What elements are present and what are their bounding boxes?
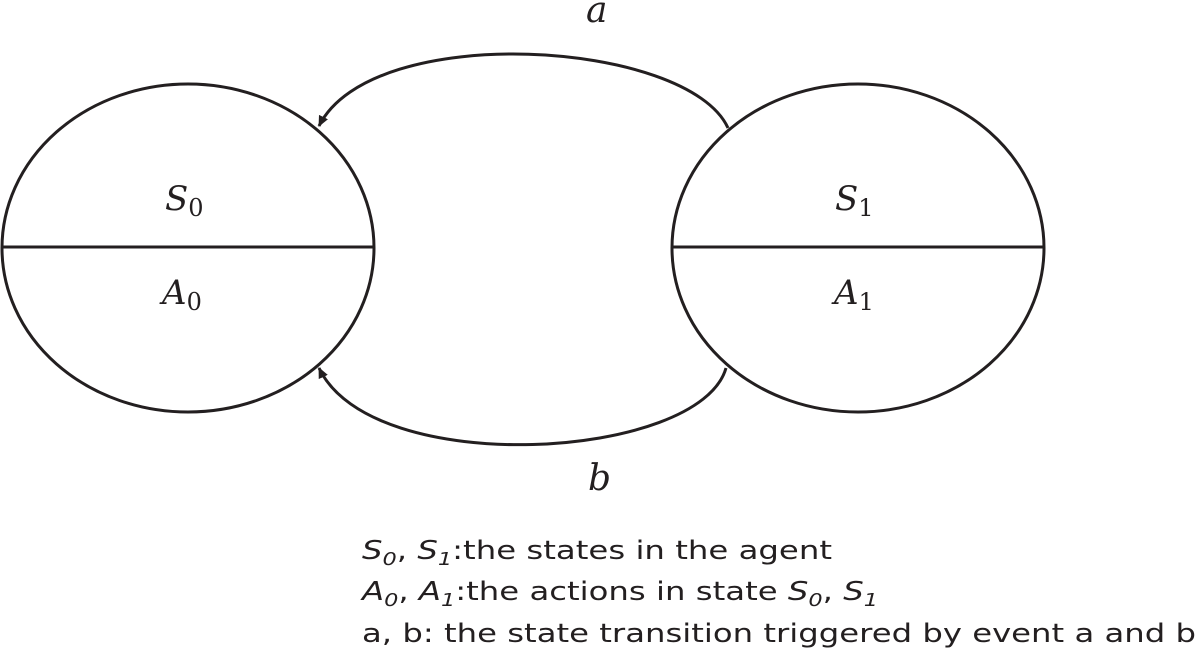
- legend-actions-text: :the actions in state: [455, 577, 788, 607]
- legend-comma-1: ,: [397, 536, 418, 566]
- action-symbol-a0: A: [159, 273, 187, 313]
- legend-state-s-index-1: 1: [864, 590, 878, 611]
- legend-comma-3: ,: [823, 577, 844, 607]
- legend-s-index-0: 0: [383, 549, 397, 570]
- legend-a-index-0: 0: [384, 590, 398, 611]
- transition-arrow-a: [317, 52, 730, 129]
- legend-line-transitions: a, b: the state transition triggered by …: [362, 619, 1196, 649]
- state-symbol-s1: S: [835, 179, 858, 219]
- action-index-a1: 1: [859, 288, 874, 316]
- state-label-s0: S0: [165, 179, 204, 222]
- legend-s-symbol-2: S: [417, 536, 438, 566]
- transition-b: b: [317, 367, 728, 499]
- legend-a-symbol-2: A: [416, 577, 441, 607]
- state-index-s1: 1: [858, 194, 873, 222]
- legend-comma-2: ,: [398, 577, 419, 607]
- state-node-s0: S0 A0: [0, 82, 376, 414]
- state-index-s0: 0: [188, 194, 203, 222]
- legend-state-s-index-0: 0: [808, 590, 822, 611]
- transition-arrow-b: [317, 367, 728, 447]
- legend-s-symbol: S: [362, 536, 383, 566]
- legend-state-s-symbol: S: [788, 577, 809, 607]
- transition-label-b: b: [588, 458, 611, 499]
- action-symbol-a1: A: [831, 273, 859, 313]
- legend-state-s-symbol-2: S: [843, 577, 864, 607]
- state-label-s1: S1: [835, 179, 874, 222]
- state-symbol-s0: S: [165, 179, 188, 219]
- action-label-a0: A0: [159, 273, 202, 316]
- state-node-s1: S1 A1: [670, 82, 1046, 414]
- legend-s-index-1: 1: [438, 549, 452, 570]
- legend-states-text: :the states in the agent: [452, 536, 832, 566]
- legend-a-symbol: A: [360, 577, 385, 607]
- transition-a: a: [317, 0, 730, 129]
- transition-label-a: a: [586, 0, 607, 31]
- action-label-a1: A1: [831, 273, 874, 316]
- action-index-a0: 0: [187, 288, 202, 316]
- legend-a-index-1: 1: [441, 590, 455, 611]
